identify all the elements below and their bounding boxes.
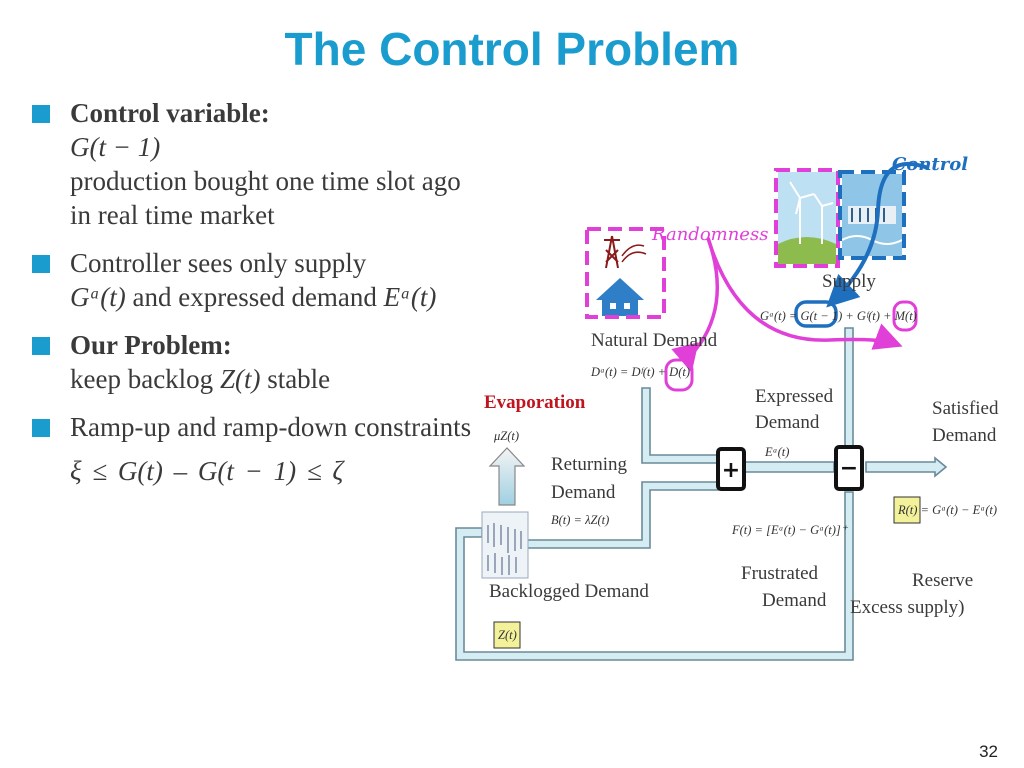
randomness-annotation: Randomness (651, 224, 768, 245)
bullet-controller-sees: Controller sees only supply Gᵃ(t) and ex… (32, 246, 477, 314)
demand-equation: Dᵃ(t) = Dᶠ(t) + D(t) (590, 365, 690, 379)
frustrated-label: Frustrated (741, 563, 819, 584)
demand-noise-highlight (664, 358, 694, 392)
bullet-math: Eᵃ(t) (383, 282, 437, 312)
bullet-text: and expressed demand (132, 282, 377, 312)
bullet-square-icon (32, 255, 50, 273)
reserve-equation: R(t) = Gᵃ(t) − Eᵃ(t) (897, 503, 997, 517)
backlogged-demand-label: Backlogged Demand (489, 581, 649, 602)
control-box-supply (838, 170, 906, 260)
natural-demand-icon (596, 235, 647, 316)
bullet-list: Control variable: G(t − 1) production bo… (32, 96, 477, 502)
bullet-square-icon (32, 419, 50, 437)
supply-noise-highlight (892, 300, 918, 332)
evaporation-equation: μZ(t) (493, 429, 519, 443)
ea-equation: Eᵃ(t) (764, 445, 789, 459)
expressed-demand-label: Demand (755, 412, 820, 433)
bullet-heading: Control variable: (70, 98, 270, 128)
ramp-inequality: ξ ≤ G(t) – G(t − 1) ≤ ζ (70, 456, 344, 486)
bullet-control-variable: Control variable: G(t − 1) production bo… (32, 96, 477, 232)
bullet-math: G(t − 1) (70, 132, 161, 162)
bullet-square-icon (32, 337, 50, 355)
supply-label: Supply (822, 271, 876, 292)
evaporation-label: Evaporation (484, 392, 586, 413)
bullet-math: Z(t) (219, 364, 261, 394)
bullet-text: Controller sees only supply (70, 248, 367, 278)
returning-demand-label: Demand (551, 482, 616, 503)
bullet-our-problem: Our Problem: keep backlog Z(t) stable (32, 328, 477, 396)
bullet-math: Gᵃ(t) (70, 282, 126, 312)
bullet-text: Ramp-up and ramp-down constraints (70, 412, 472, 442)
natural-demand-label: Natural Demand (591, 330, 718, 351)
zt-highlight (493, 621, 521, 649)
plus-operator-box (716, 447, 746, 491)
randomness-box-demand (585, 227, 666, 319)
zt-equation: Z(t) (498, 628, 517, 642)
bullet-text: production bought one time slot ago in r… (70, 166, 461, 230)
excess-supply-label: Excess supply) (850, 597, 965, 618)
randomness-arrow-supply (706, 237, 903, 350)
randomness-arrow-demand (671, 237, 720, 373)
frustrated-demand-label: Demand (762, 590, 827, 611)
bullet-text: stable (267, 364, 331, 394)
expressed-label: Expressed (755, 386, 834, 407)
returning-label: Returning (551, 454, 627, 475)
reserve-label: Reserve (912, 570, 973, 591)
minus-operator: − (840, 456, 858, 481)
bullet-text: keep backlog (70, 364, 214, 394)
slide-title: The Control Problem (284, 23, 740, 75)
bullet-heading: Our Problem: (70, 330, 232, 360)
satisfied-label: Satisfied (932, 398, 999, 419)
evaporation-arrow-icon (488, 447, 526, 506)
bullet-square-icon (32, 105, 50, 123)
wind-supply-icon (778, 172, 836, 264)
plus-operator: + (722, 458, 740, 483)
backlog-people-icon (481, 511, 529, 579)
minus-operator-box (834, 445, 864, 491)
bullet-ramp-constraints: Ramp-up and ramp-down constraints ξ ≤ G(… (32, 410, 477, 488)
control-annotation: Control (892, 154, 968, 175)
frustrated-equation: F(t) = [Eᵃ(t) − Gᵃ(t)]⁺ (731, 523, 849, 537)
supply-equation: Gᵃ(t) = G(t − 1) + Gᶠ(t) + M(t) (760, 309, 917, 323)
reserve-highlight (893, 496, 921, 524)
control-term-highlight (794, 300, 838, 328)
returning-equation: B(t) = λZ(t) (551, 513, 609, 527)
satisfied-demand-label: Demand (932, 425, 997, 446)
page-number: 32 (979, 742, 998, 761)
control-arrow (826, 161, 929, 308)
